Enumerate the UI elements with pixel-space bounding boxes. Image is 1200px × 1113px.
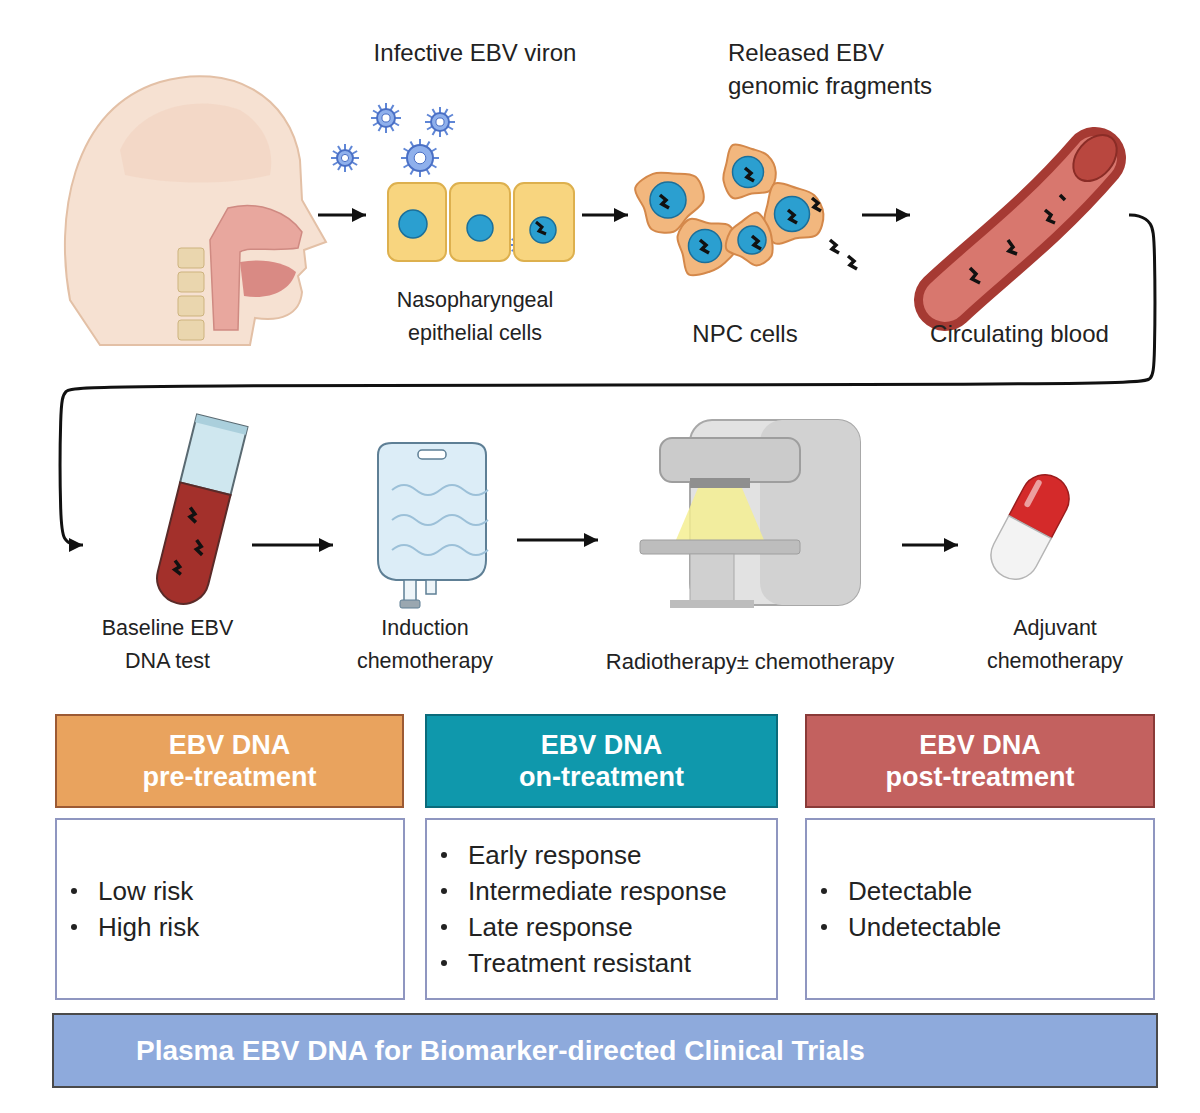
bullet-row: Treatment resistant	[441, 945, 770, 981]
blood-vessel	[945, 127, 1126, 300]
banner-text: Plasma EBV DNA for Biomarker-directed Cl…	[136, 1035, 865, 1067]
flow-arrow	[60, 215, 1155, 545]
npc-cells	[635, 144, 857, 275]
virus	[371, 103, 401, 133]
bullet-item: Treatment resistant	[468, 945, 691, 981]
bullet-row: High risk	[71, 909, 397, 945]
virus	[401, 139, 439, 177]
test-tube	[152, 414, 248, 609]
bullet-dot	[441, 852, 447, 858]
head-illustration	[65, 76, 326, 345]
bullet-item: Undetectable	[848, 909, 1001, 945]
bullet-dot	[71, 924, 77, 930]
flow-arrow	[582, 214, 628, 217]
bullet-item: Early response	[468, 837, 641, 873]
annotation-label: Released EBV genomic fragments	[728, 36, 968, 102]
wrap-spacer	[1060, 729, 1105, 761]
header-box: EBV DNA post-treatment	[805, 714, 1155, 808]
bullet-row: Late response	[441, 909, 770, 945]
wrap-spacer	[105, 729, 150, 761]
flow-arrow	[902, 544, 958, 547]
banner-box: Plasma EBV DNA for Biomarker-directed Cl…	[52, 1013, 1158, 1088]
iv-bag	[378, 443, 488, 608]
bullet-row: Detectable	[821, 873, 1147, 909]
header-box: EBV DNA on-treatment	[425, 714, 778, 808]
flow-arrow	[862, 214, 910, 217]
wrap-spacer	[477, 729, 522, 761]
flow-arrow	[318, 214, 366, 217]
annotation-label: Infective EBV viron	[355, 36, 595, 69]
bullet-item: Late response	[468, 909, 633, 945]
bullet-row: Undetectable	[821, 909, 1147, 945]
bullet-row: Early response	[441, 837, 770, 873]
bullet-item: Intermediate response	[468, 873, 727, 909]
bullet-row: Low risk	[71, 873, 397, 909]
bullet-dot	[441, 960, 447, 966]
illustration-stage: Adjuvant chemotherapy	[960, 455, 1150, 680]
virus	[331, 144, 359, 172]
bullet-row: Intermediate response	[441, 873, 770, 909]
bullet-item: Detectable	[848, 873, 972, 909]
wrap-spacer	[682, 729, 727, 761]
illustration-stage: Circulating blood	[912, 140, 1127, 352]
radiotherapy-machine	[640, 420, 860, 608]
header-text: EBV DNA on-treatment	[477, 729, 727, 793]
bullet-dot	[821, 888, 827, 894]
bullet-item: High risk	[98, 909, 199, 945]
illustration-stage: Nasopharyngeal epithelial cells	[370, 170, 580, 352]
header-text: EBV DNA pre-treatment	[105, 729, 355, 793]
illustration-stage: Induction chemotherapy	[335, 430, 515, 680]
bullet-box: Low riskHigh risk	[55, 818, 405, 1000]
capsule	[983, 466, 1078, 587]
bullet-dot	[441, 888, 447, 894]
stage-label: Circulating blood	[930, 317, 1109, 352]
stage-label: Radiotherapy± chemotherapy	[606, 645, 894, 680]
virus	[425, 107, 455, 137]
stage-label: Adjuvant chemotherapy	[960, 612, 1150, 680]
illustration-stage: NPC cells	[630, 125, 860, 352]
bullet-item: Low risk	[98, 873, 193, 909]
bullet-dot	[71, 888, 77, 894]
header-box: EBV DNA pre-treatment	[55, 714, 404, 808]
flow-arrow	[517, 539, 598, 542]
bullet-box: Early responseIntermediate responseLate …	[425, 818, 778, 1000]
stage-label: NPC cells	[692, 317, 797, 352]
illustration-stage: Radiotherapy± chemotherapy	[600, 415, 900, 680]
wrap-spacer	[855, 729, 900, 761]
bullet-box: DetectableUndetectable	[805, 818, 1155, 1000]
illustration-stage: Baseline EBV DNA test	[85, 415, 250, 680]
stage-label: Nasopharyngeal epithelial cells	[370, 284, 580, 352]
stage-label: Induction chemotherapy	[335, 612, 515, 680]
header-text: EBV DNA post-treatment	[855, 729, 1105, 793]
stage-label: Baseline EBV DNA test	[85, 612, 250, 680]
bullet-dot	[441, 924, 447, 930]
epithelial-cells	[388, 183, 574, 261]
wrap-spacer	[310, 729, 355, 761]
bullet-dot	[821, 924, 827, 930]
flow-arrow	[252, 544, 333, 547]
